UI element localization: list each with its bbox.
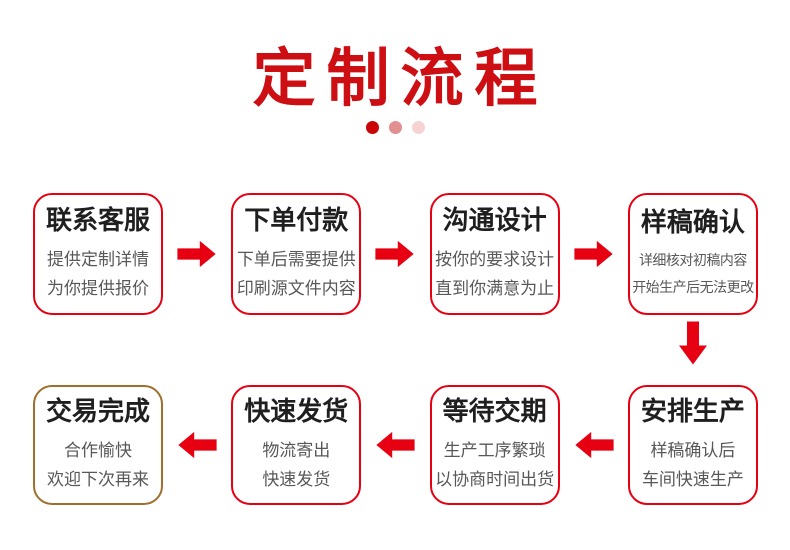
step-title: 沟通设计 (442, 204, 547, 235)
step-wait-delivery: 等待交期 生产工序繁琐 以协商时间出货 (429, 385, 560, 505)
step-place-order: 下单付款 下单后需要提供 印刷源文件内容 (231, 193, 362, 315)
step-description-line: 直到你满意为止 (435, 279, 555, 299)
arrow-right-icon (177, 240, 217, 268)
arrow-down-icon (678, 321, 708, 366)
step-description: 下单后需要提供 印刷源文件内容 (237, 245, 356, 303)
step-title: 样稿确认 (640, 206, 745, 237)
step-contact-service: 联系客服 提供定制详情 为你提供报价 (33, 193, 163, 315)
step-transaction-complete: 交易完成 合作愉快 欢迎下次再来 (33, 385, 163, 505)
process-row-bottom: 交易完成 合作愉快 欢迎下次再来 快速发货 物流寄出 快速发货 等待交期 生产工… (33, 385, 758, 505)
step-description: 合作愉快 欢迎下次再来 (47, 436, 149, 494)
step-description-line: 生产工序繁琐 (443, 441, 546, 461)
step-title: 下单付款 (244, 204, 349, 235)
step-description-line: 详细核对初稿内容 (638, 252, 748, 269)
step-sample-confirmation: 样稿确认 详细核对初稿内容 开始生产后无法更改 (627, 193, 758, 315)
step-title: 等待交期 (442, 395, 547, 426)
arrow-right-icon (375, 240, 415, 268)
step-description-line: 合作愉快 (64, 441, 132, 461)
dot-icon (388, 121, 402, 134)
step-description-line: 样稿确认后 (650, 441, 736, 461)
step-description-line: 按你的要求设计 (435, 250, 555, 270)
step-description-line: 欢迎下次再来 (47, 470, 149, 490)
dot-icon (411, 121, 425, 134)
step-description-line: 以协商时间出货 (435, 470, 555, 490)
step-description-line: 下单后需要提供 (236, 250, 356, 270)
step-description-line: 物流寄出 (262, 441, 331, 461)
title-dots (0, 121, 790, 134)
step-description-line: 车间快速生产 (641, 470, 744, 490)
dot-icon (365, 121, 379, 134)
step-arrange-production: 安排生产 样稿确认后 车间快速生产 (627, 385, 758, 505)
step-description-line: 快速发货 (262, 470, 331, 490)
step-description: 按你的要求设计 直到你满意为止 (435, 245, 554, 303)
step-title: 联系客服 (45, 204, 150, 235)
page-title: 定制流程 (252, 44, 549, 114)
step-description-line: 为你提供报价 (47, 279, 149, 299)
arrow-left-icon (574, 431, 614, 459)
arrow-right-icon (574, 240, 614, 268)
step-description: 生产工序繁琐 以协商时间出货 (435, 436, 554, 494)
step-description: 详细核对初稿内容 开始生产后无法更改 (632, 247, 754, 301)
step-description: 提供定制详情 为你提供报价 (47, 245, 149, 303)
step-description: 样稿确认后 车间快速生产 (642, 436, 744, 494)
step-title: 安排生产 (640, 395, 745, 426)
process-row-top: 联系客服 提供定制详情 为你提供报价 下单付款 下单后需要提供 印刷源文件内容 … (33, 193, 758, 315)
step-title: 交易完成 (45, 395, 150, 426)
step-description: 物流寄出 快速发货 (262, 436, 330, 494)
step-description-line: 印刷源文件内容 (236, 279, 356, 299)
arrow-left-icon (375, 431, 416, 459)
step-fast-shipping: 快速发货 物流寄出 快速发货 (231, 385, 362, 505)
step-description-line: 提供定制详情 (47, 250, 149, 270)
arrow-left-icon (177, 431, 217, 459)
step-title: 快速发货 (244, 395, 349, 426)
step-design-communication: 沟通设计 按你的要求设计 直到你满意为止 (429, 193, 560, 315)
step-description-line: 开始生产后无法更改 (632, 279, 754, 296)
